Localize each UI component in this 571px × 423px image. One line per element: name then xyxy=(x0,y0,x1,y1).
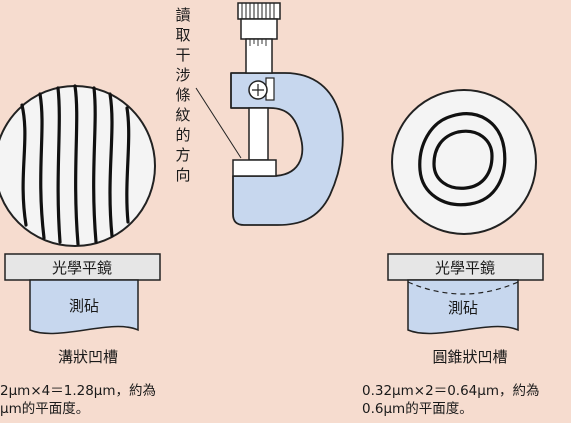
fringe-line xyxy=(125,106,131,224)
vertical-label-char: 讀 xyxy=(175,6,190,24)
lock-screw-cross xyxy=(252,84,264,96)
left-flat-assembly: 光學平鏡 測砧 xyxy=(4,253,161,335)
micrometer-anvil-face xyxy=(232,159,277,177)
right-anvil-label: 測砧 xyxy=(448,299,478,317)
right-interference-view xyxy=(391,89,537,235)
left-anvil xyxy=(29,279,139,335)
sleeve-scale xyxy=(249,39,267,46)
left-interference-view xyxy=(0,84,156,247)
left-result-line2: μm的平面度。 xyxy=(0,401,89,417)
vertical-label-char: 的 xyxy=(175,126,190,144)
fringe-line xyxy=(38,92,46,240)
fringe-line xyxy=(20,103,28,227)
vertical-label-char: 向 xyxy=(175,166,190,184)
knurl-marks xyxy=(241,3,275,19)
right-result-line1: 0.32μm×2＝0.64μm，約為 xyxy=(362,383,540,399)
fringe-line xyxy=(92,86,98,244)
left-flat-label: 光學平鏡 xyxy=(52,259,112,277)
left-caption: 溝狀凹槽 xyxy=(58,348,118,366)
micrometer-spindle xyxy=(248,107,269,161)
fringe-line xyxy=(56,86,62,244)
direction-pointer-line xyxy=(195,87,242,159)
right-flat-assembly: 光學平鏡 測砧 xyxy=(387,253,544,335)
left-result-line1: 2μm×4＝1.28μm，約為 xyxy=(0,383,156,399)
left-fringes xyxy=(20,84,131,246)
right-caption: 圓錐狀凹槽 xyxy=(432,348,507,366)
right-anvil-cone-profile xyxy=(407,281,519,295)
right-fringes xyxy=(418,112,507,207)
right-view-circle xyxy=(391,89,537,235)
right-anvil xyxy=(407,279,519,335)
micrometer-thimble xyxy=(240,18,278,40)
micrometer-frame xyxy=(230,72,344,226)
vertical-label-char: 紋 xyxy=(175,106,190,124)
vertical-label-char: 條 xyxy=(175,86,190,104)
vertical-direction-label: 讀 取 干 涉 條 紋 的 方 向 xyxy=(175,6,190,184)
vertical-label-char: 取 xyxy=(175,26,190,44)
vertical-label-char: 方 xyxy=(175,146,190,164)
fringe-ring-inner xyxy=(432,129,494,190)
fringe-line xyxy=(73,84,80,246)
right-result-line2: 0.6μm的平面度。 xyxy=(362,401,473,417)
micrometer xyxy=(230,2,344,226)
right-optical-flat xyxy=(387,253,544,281)
left-anvil-label: 測砧 xyxy=(69,297,99,315)
vertical-label-char: 干 xyxy=(175,46,190,64)
right-flat-label: 光學平鏡 xyxy=(435,259,495,277)
fringe-line xyxy=(108,92,114,238)
fringe-ring-outer xyxy=(418,112,507,207)
vertical-label-char: 涉 xyxy=(175,66,190,84)
